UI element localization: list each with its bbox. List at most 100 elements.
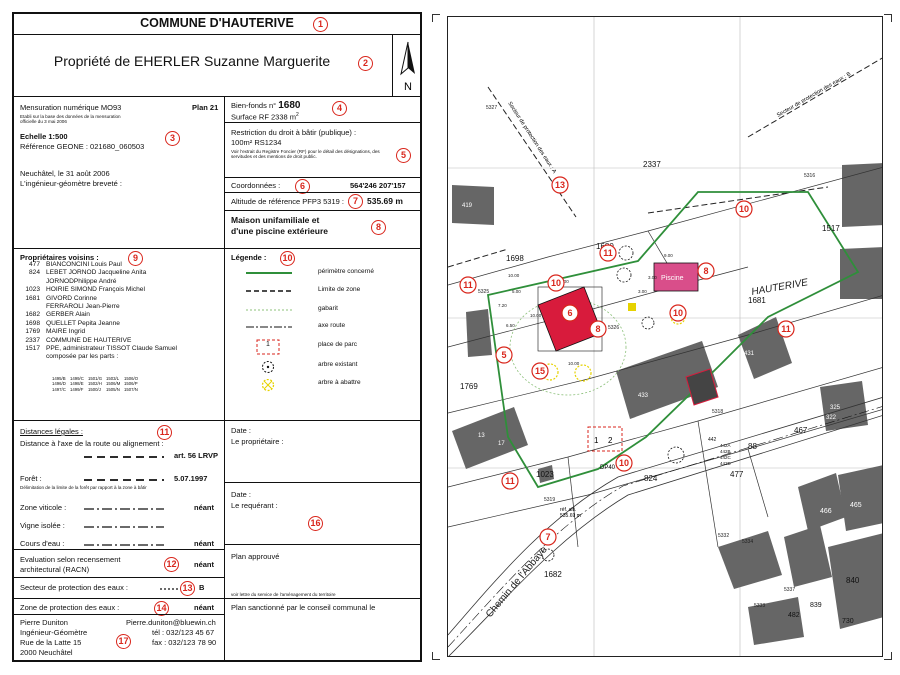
secteur-label: Secteur de protection des eaux : (20, 583, 128, 592)
plan-sanctionne: Plan sanctionné par le conseil communal … (231, 603, 376, 612)
distance-axe: Distance à l'axe de la route ou aligneme… (20, 439, 164, 448)
svg-text:442D: 442D (720, 461, 732, 466)
map-canvas: Chemin de l'Abbaye Piscine 1 2 2337 1517 (448, 17, 882, 656)
divider (224, 122, 420, 123)
list-item: composée par les parts : (46, 353, 119, 361)
svg-text:431: 431 (744, 351, 755, 357)
geometre-tel: tél : 032/123 45 67 (152, 628, 215, 637)
divider (224, 421, 225, 662)
parcel-lines (448, 167, 882, 548)
divider (224, 544, 420, 545)
divider (392, 35, 393, 97)
proprietaire-label: Le propriétaire : (231, 437, 284, 446)
dp-label: DP40 (600, 465, 616, 471)
marker-13: 13 (180, 581, 195, 596)
viticole-label: Zone viticole : (20, 503, 67, 512)
crop-mark (432, 652, 440, 660)
coord-label: Coordonnées : (231, 181, 281, 190)
marker-14: 14 (154, 601, 169, 616)
svg-text:824: 824 (644, 474, 658, 483)
date-2: Date : (231, 490, 252, 499)
crop-mark (432, 14, 440, 22)
svg-text:1698: 1698 (506, 254, 524, 263)
svg-text:5318: 5318 (712, 409, 723, 415)
svg-text:11: 11 (505, 476, 515, 486)
svg-text:10.00: 10.00 (530, 313, 542, 318)
svg-text:1682: 1682 (544, 570, 562, 579)
cours-value: néant (194, 539, 215, 548)
projet-line2: d'une piscine extérieure (231, 226, 328, 236)
trees (541, 245, 685, 562)
geometre-title: Ingénieur-Géomètre (20, 628, 88, 637)
marker-17: 17 (116, 634, 131, 649)
svg-text:442B: 442B (720, 449, 731, 454)
restriction-title: Restriction du droit à bâtir (publique) … (231, 128, 357, 137)
restriction-note: Voir l'extrait du Registre Foncier (RF) … (231, 149, 380, 160)
marker-6: 6 (295, 179, 310, 194)
svg-text:5316: 5316 (804, 173, 815, 179)
road-edge (448, 415, 882, 656)
foret-value: 5.07.1997 (174, 474, 208, 483)
divider (14, 577, 224, 578)
svg-text:8.00: 8.00 (560, 279, 569, 284)
requerant-label: Le requérant : (231, 501, 278, 510)
divider (224, 97, 225, 249)
marker-3: 3 (165, 131, 180, 146)
coord-value: 564'246 207'157 (350, 181, 406, 190)
svg-text:426: 426 (684, 411, 695, 417)
neighbour-buildings (452, 163, 882, 645)
crop-mark (884, 652, 892, 660)
divider (224, 210, 420, 211)
crop-mark (884, 14, 892, 22)
geometre-email: Pierre.duniton@bluewin.ch (126, 618, 216, 627)
svg-text:10: 10 (673, 308, 683, 318)
svg-text:5319: 5319 (544, 497, 555, 503)
art-lrvp: art. 56 LRVP (174, 451, 219, 460)
svg-text:9.00: 9.00 (664, 253, 673, 258)
svg-text:839: 839 (810, 602, 822, 609)
svg-text:10: 10 (619, 458, 629, 468)
svg-text:325: 325 (830, 405, 841, 411)
svg-text:442C: 442C (720, 455, 732, 460)
svg-text:5.00: 5.00 (512, 289, 521, 294)
plan-sheet: COMMUNE D'HAUTERIVE 1 Propriété de EHERL… (12, 12, 422, 662)
divider (224, 177, 420, 178)
marker-10: 10 (280, 251, 295, 266)
svg-text:477: 477 (730, 470, 744, 479)
altitude-label: Altitude de référence PFP3 5319 : (231, 197, 344, 206)
svg-text:7: 7 (545, 532, 550, 542)
svg-text:442A: 442A (720, 443, 731, 448)
pool-label: Piscine (661, 275, 684, 282)
hatched-building (685, 368, 719, 406)
svg-text:7.20: 7.20 (498, 303, 507, 308)
commune-row: COMMUNE D'HAUTERIVE (14, 14, 420, 35)
projet-line1: Maison unifamiliale et (231, 215, 320, 225)
plan-approuve: Plan approuvé (231, 552, 280, 561)
gabarit-line-icon (246, 309, 292, 311)
svg-text:322: 322 (826, 415, 837, 421)
neighbours-block (14, 249, 420, 421)
svg-text:5332: 5332 (718, 533, 729, 539)
zone-line-icon (246, 290, 292, 292)
axe-line-icon (246, 326, 292, 328)
road-name: Chemin de l'Abbaye (484, 544, 550, 620)
svg-text:466: 466 (820, 508, 832, 515)
cours-label: Cours d'eau : (20, 539, 65, 548)
foret-note: Délimitation de la limite de la forêt pa… (20, 485, 147, 490)
info-block (14, 97, 420, 249)
ref-alti: réf. alti. (560, 507, 576, 513)
reference-geone: Référence GEONE : 021680_060503 (20, 142, 145, 151)
marker-9: 9 (128, 251, 143, 266)
svg-text:13: 13 (478, 433, 485, 439)
altitude-value: 535.69 m (367, 196, 403, 206)
restriction-value: 100m² RS1234 (231, 138, 282, 147)
geometre-label: L'ingénieur-géomètre breveté : (20, 179, 122, 188)
svg-text:1517: 1517 (822, 224, 840, 233)
